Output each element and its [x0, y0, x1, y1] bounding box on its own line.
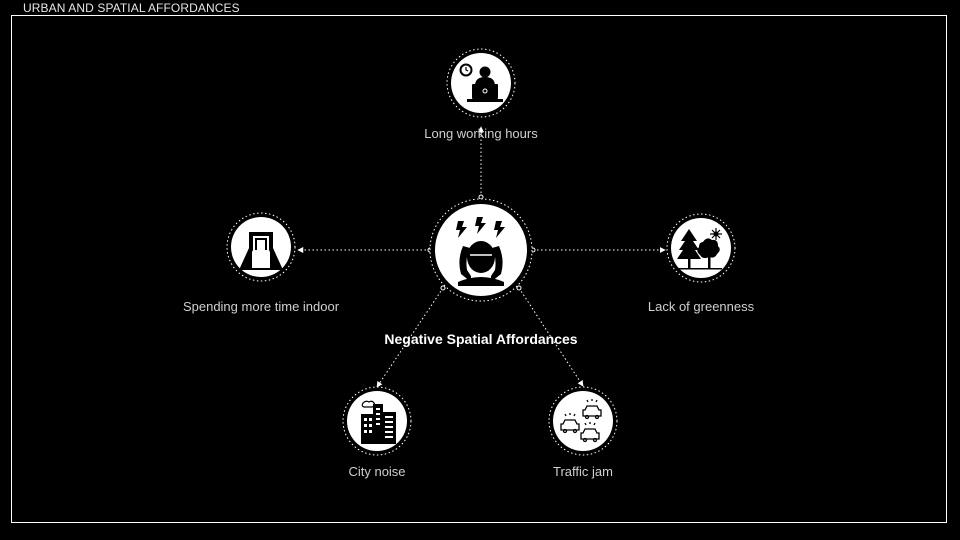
label-long-working-hours: Long working hours: [424, 126, 538, 141]
node-traffic-jam: [548, 386, 618, 456]
node-city-noise: [342, 386, 412, 456]
traffic-cars-icon: [560, 399, 602, 443]
slide-frame: [11, 15, 947, 523]
node-lack-of-greenness: [666, 213, 736, 283]
center-node: [429, 198, 533, 302]
center-label: Negative Spatial Affordances: [384, 331, 578, 347]
node-spending-time-indoor: [226, 212, 296, 282]
label-spending-time-indoor: Spending more time indoor: [182, 299, 340, 314]
indoor-room-icon: [239, 232, 283, 270]
label-traffic-jam: Traffic jam: [553, 464, 613, 479]
label-lack-of-greenness: Lack of greenness: [647, 299, 755, 314]
stress-head-icon: [456, 217, 505, 286]
city-buildings-icon: [361, 400, 396, 444]
trees-icon: [676, 228, 722, 270]
page-title: URBAN AND SPATIAL AFFORDANCES: [21, 1, 242, 15]
office-worker-icon: [459, 63, 503, 102]
label-city-noise: City noise: [348, 464, 406, 479]
node-long-working-hours: [446, 48, 516, 118]
